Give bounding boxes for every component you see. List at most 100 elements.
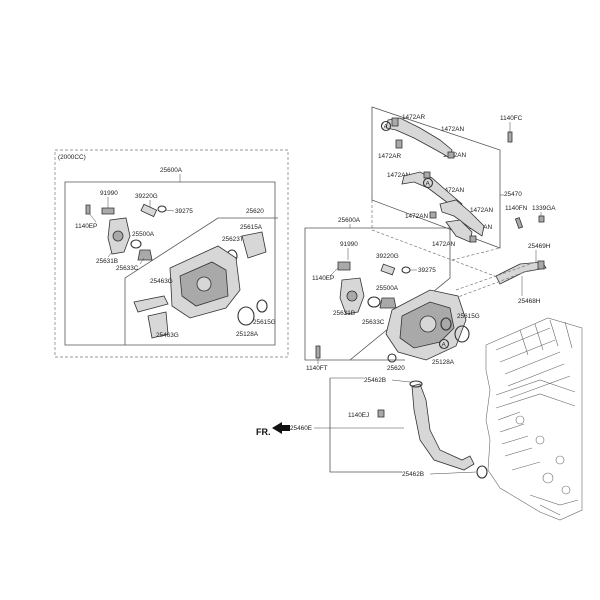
label-1339GA: 1339GA: [532, 205, 556, 212]
variant-2000cc-boundary: [54, 149, 289, 358]
label-1140EP-right: 1140EP: [312, 275, 334, 282]
pipe-25469H-end: [537, 260, 545, 270]
label-1140FT: 1140FT: [306, 365, 328, 372]
label-25620-left: 25620: [246, 208, 264, 215]
sensor-39220G-right: [380, 263, 396, 276]
label-1472AN-g: 1472AN: [432, 241, 455, 248]
leader-25462B-top: [391, 379, 411, 383]
label-91990-left: 91990: [100, 190, 118, 197]
label-1140FN: 1140FN: [505, 205, 528, 212]
label-25128A-right: 25128A: [432, 359, 455, 366]
label-1472AR-a: 1472AR: [402, 114, 425, 121]
connector-hose: [451, 247, 501, 261]
housing-port-left: [112, 230, 124, 242]
marker-A-3: [438, 338, 450, 350]
label-1140EP-left: 1140EP: [75, 223, 97, 230]
sensor-39220G-left: [140, 203, 158, 218]
hose-group-frame: [371, 106, 501, 249]
clamp-1472AR-a: [391, 117, 399, 127]
label-1472AR-b: 1472AR: [378, 153, 401, 160]
oring-39275-left: [157, 205, 167, 213]
housing-boss-left: [196, 276, 212, 292]
engine-block-outline: [485, 317, 583, 521]
label-25623T: 25623T: [222, 236, 244, 243]
leader-25633C-left: [139, 257, 145, 265]
gasket-25500A-left: [130, 239, 142, 249]
gasket-25620-right: [387, 353, 397, 363]
marker-A-1-label: A: [384, 124, 389, 131]
bolt-1140FC: [507, 131, 513, 143]
oring-25615G-left: [256, 299, 268, 313]
label-25462B-top: 25462B: [364, 377, 386, 384]
label-39220G-right: 39220G: [376, 253, 399, 260]
marker-A-2-label: A: [426, 181, 431, 188]
label-1472AN-c: 1472AN: [387, 172, 410, 179]
leader-39275-left: [165, 209, 175, 212]
label-25128A-left: 25128A: [236, 331, 259, 338]
label-25468H: 25468H: [518, 298, 541, 305]
oring-39275-right: [401, 266, 411, 274]
bolt-1140FN: [514, 217, 524, 229]
label-25470: 25470: [504, 191, 522, 198]
housing-port-right: [346, 290, 358, 302]
left-assembly-frame: [64, 181, 276, 346]
leader-25462B-bottom: [429, 471, 477, 475]
variant-label: (2000CC): [58, 154, 86, 161]
connector-25469H: [455, 261, 537, 291]
pipe-25469H: [495, 261, 547, 285]
label-25460E: 25460E: [290, 425, 312, 432]
label-25600A-left: 25600A: [160, 167, 183, 174]
bracket-91990-left: [101, 207, 115, 215]
clamp-1472AN-g: [469, 235, 477, 243]
front-direction-arrow-icon: [272, 422, 290, 434]
leader-25631B-left: [107, 251, 113, 258]
hose-group-projection: [371, 200, 501, 279]
label-39275-right: 39275: [418, 267, 436, 274]
front-direction-label: FR.: [256, 427, 271, 437]
label-1472AN-f: 1472AN: [470, 207, 493, 214]
label-1472AN-e: 1472AN: [405, 213, 428, 220]
bolt-1140EJ: [377, 409, 385, 418]
pipe-25463G-b: [147, 311, 169, 339]
marker-A-1: [380, 120, 392, 132]
label-25463G-a: 25463G: [150, 278, 173, 285]
label-25600A-right: 25600A: [338, 217, 361, 224]
pipe-25463G-a: [133, 295, 169, 313]
bracket-91990-right: [337, 261, 351, 271]
oring-25128A-left: [237, 306, 255, 326]
clamp-1472AN-b: [447, 151, 455, 159]
hose-lower: [439, 199, 485, 237]
label-25615G-left: 25615G: [253, 319, 276, 326]
label-25469H: 25469H: [528, 243, 551, 250]
label-25500A-left: 25500A: [132, 231, 155, 238]
label-25631B-right: 25631B: [333, 310, 355, 317]
clamp-1472AN-c: [423, 171, 431, 179]
coolant-pipe-25460E: [411, 383, 475, 471]
oring-25128A-right: [454, 325, 470, 343]
connector-25468H: [449, 269, 531, 301]
leader-1140EP-right: [329, 267, 339, 277]
lower-pipe-frame: [329, 378, 402, 473]
label-25615A-left: 25615A: [240, 224, 263, 231]
label-1140EJ: 1140EJ: [348, 412, 369, 419]
label-1140FC: 1140FC: [500, 115, 523, 122]
nut-1339GA: [538, 215, 545, 223]
label-25631B-left: 25631B: [96, 258, 118, 265]
marker-A-2: [422, 177, 434, 189]
label-1472AN-b: 1472AN: [443, 152, 466, 159]
oring-25462B-top: [409, 380, 423, 388]
label-25500A-right: 25500A: [376, 285, 399, 292]
label-39275-left: 39275: [175, 208, 193, 215]
label-25633C-left: 25633C: [116, 265, 139, 272]
label-25462B-bottom: 25462B: [402, 471, 424, 478]
label-25620-right: 25620: [387, 365, 405, 372]
left-subassembly-frame-top: [124, 217, 278, 279]
label-25633C-right: 25633C: [362, 319, 385, 326]
marker-A-3-label: A: [442, 342, 447, 349]
clamp-1472AR-b: [395, 139, 403, 149]
thermostat-25633C-right: [379, 297, 397, 309]
label-1472AN-d: 1472AN: [441, 187, 464, 194]
clamp-1472AN-e: [429, 211, 437, 219]
